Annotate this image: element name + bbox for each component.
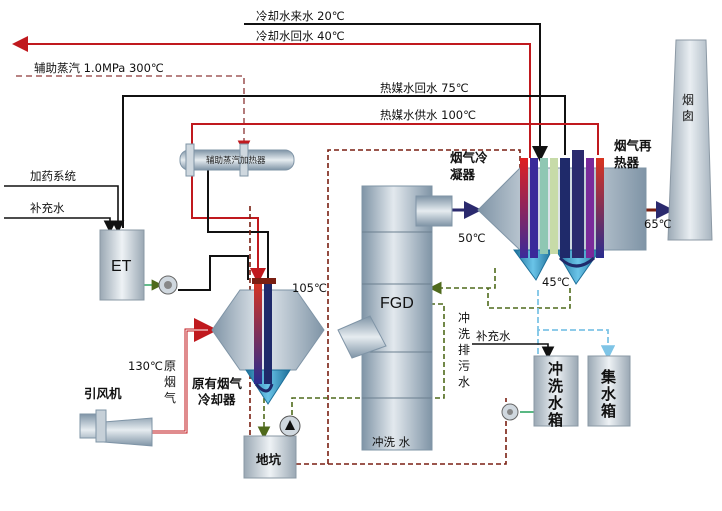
condenser-reheater xyxy=(477,150,647,285)
temp-65-label: 65℃ xyxy=(644,217,672,231)
pit xyxy=(243,415,301,479)
fgd-drain-line xyxy=(291,303,445,420)
raw-flue-label-2: 烟 xyxy=(164,375,176,389)
et-pump-line xyxy=(178,255,249,291)
fan-label: 引风机 xyxy=(84,386,122,401)
cooling-water-in-line xyxy=(244,23,548,162)
condenser-label-2: 凝器 xyxy=(450,167,476,182)
temp-105-label: 105℃ xyxy=(292,281,327,295)
collect-tank-label-1: 集 xyxy=(600,368,617,386)
pit-label: 地坑 xyxy=(256,452,282,467)
aux-heater-label: 辅助蒸汽加热器 xyxy=(206,155,266,166)
temp-130-label: 130℃ xyxy=(128,359,163,373)
reheater-label-2: 热器 xyxy=(614,155,640,170)
collect-tank-label-2: 水 xyxy=(601,385,617,403)
orig-cooler-label-1: 原有烟气 xyxy=(192,376,243,391)
cooling-water-out-label: 冷却水回水 40℃ xyxy=(256,29,345,43)
blue-drain-line xyxy=(537,290,616,360)
heater-to-cooler-line xyxy=(191,168,266,284)
collection-tank xyxy=(587,355,631,427)
dosing-label: 加药系统 xyxy=(30,169,76,183)
condenser-drain-line xyxy=(428,268,496,295)
aux-steam-heater xyxy=(179,143,295,177)
induced-fan xyxy=(79,409,153,447)
fgd-tower xyxy=(337,185,453,451)
chimney-label-1: 烟 xyxy=(682,93,694,107)
temp-50-label: 50℃ xyxy=(458,231,486,245)
makeup-water-label: 补充水 xyxy=(30,201,65,215)
drain-label-4: 污 xyxy=(458,359,470,373)
flush-water-label: 冲洗 水 xyxy=(372,435,411,449)
drain-label-1: 冲 xyxy=(458,310,470,325)
aux-steam-line xyxy=(16,75,251,154)
drain-label-3: 排 xyxy=(458,343,470,357)
raw-flue-label-1: 原 xyxy=(164,359,176,373)
et-label: ET xyxy=(111,258,132,275)
makeup-water-tank-line xyxy=(472,343,555,360)
heat-medium-supply-label: 热媒水供水 100℃ xyxy=(380,108,476,122)
orig-cooler-label-2: 冷却器 xyxy=(198,392,236,407)
original-cooler xyxy=(211,278,325,405)
cooling-water-out-line xyxy=(12,36,531,158)
raw-flue-label-3: 气 xyxy=(164,390,176,405)
cooling-water-in-label: 冷却水来水 20℃ xyxy=(256,9,345,23)
makeup-water-et-line xyxy=(4,217,117,234)
condenser-label-1: 烟气冷 xyxy=(450,150,488,165)
heat-medium-supply-line xyxy=(191,123,599,155)
condenser-drain-line-2 xyxy=(487,288,571,309)
chimney-label-2: 囱 xyxy=(682,109,694,123)
aux-steam-label: 辅助蒸汽 1.0MPa 300℃ xyxy=(34,61,164,75)
reheater-label-1: 烟气再 xyxy=(614,138,652,153)
drain-label-2: 洗 xyxy=(458,327,470,341)
heat-medium-return-label: 热媒水回水 75℃ xyxy=(380,81,469,95)
makeup-water-tank-label: 补充水 xyxy=(476,329,511,343)
heat-medium-return-line xyxy=(122,95,566,228)
drain-label-5: 水 xyxy=(458,375,470,389)
et-tank xyxy=(99,229,145,301)
flush-loop-line xyxy=(249,149,521,465)
cooler-to-heater-line xyxy=(207,168,269,280)
flush-tank-label-3: 水 xyxy=(548,394,564,412)
flush-loop-line-2 xyxy=(328,398,507,465)
flush-tank-label-2: 洗 xyxy=(548,377,563,395)
chimney xyxy=(667,39,713,241)
collect-tank-label-3: 箱 xyxy=(601,402,616,420)
dosing-line xyxy=(4,185,125,234)
et-pump xyxy=(158,275,178,295)
flush-tank xyxy=(501,355,579,427)
raw-flue-line-inner xyxy=(152,329,208,433)
fgd-label: FGD xyxy=(380,295,414,312)
temp-45-label: 45℃ xyxy=(542,275,570,289)
flush-tank-label-4: 箱 xyxy=(548,411,563,429)
flush-tank-label-1: 冲 xyxy=(548,360,563,378)
